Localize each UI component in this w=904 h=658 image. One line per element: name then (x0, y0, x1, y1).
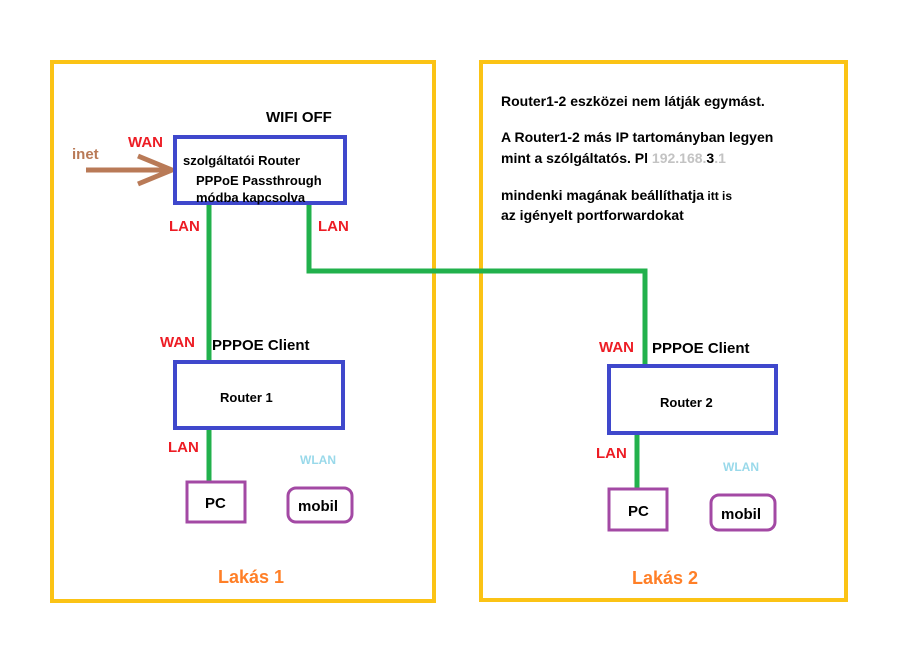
isp-lan-left-label: LAN (169, 218, 200, 235)
pc1-label: PC (205, 495, 226, 512)
cable-isp-to-router2 (306, 202, 648, 365)
router2-lan-label: LAN (596, 445, 627, 462)
mobile2-label: mobil (721, 506, 761, 523)
inet-label: inet (72, 146, 99, 163)
mobile1-box (286, 486, 354, 524)
router1-wan-label: WAN (160, 334, 195, 351)
mobile1-label: mobil (298, 498, 338, 515)
note-ip-part1: 192.168. (652, 150, 707, 166)
note-line1: Router1-2 eszközei nem látják egymást. (501, 93, 765, 109)
router1-lan-label: LAN (168, 439, 199, 456)
note-line4a: mindenki magának beállíthatja (501, 187, 704, 203)
router2-client-label: PPPOE Client (652, 340, 750, 357)
pc1-box (185, 480, 247, 524)
apartment-2-label: Lakás 2 (632, 568, 698, 588)
inet-arrow-icon (86, 153, 175, 187)
router1-client-label: PPPOE Client (212, 337, 310, 354)
router1-box (173, 360, 345, 430)
router2-wan-label: WAN (599, 339, 634, 356)
apartment-1-frame (50, 60, 436, 603)
apartment-2-frame (479, 60, 848, 602)
note-line3: mint a szólgáltatós. Pl 192.168.3.1 (501, 150, 726, 166)
router2-box (607, 364, 778, 435)
router2-wlan-label: WLAN (723, 460, 759, 474)
isp-router-line1: szolgáltatói Router (183, 153, 300, 168)
isp-wan-label: WAN (128, 134, 163, 151)
isp-lan-right-label: LAN (318, 218, 349, 235)
isp-router-line2: PPPoE Passthrough (196, 173, 322, 188)
note-ip-part3: .1 (714, 150, 726, 166)
pc2-box (607, 487, 669, 532)
router2-name: Router 2 (660, 395, 713, 410)
apartment-1-label: Lakás 1 (218, 567, 284, 587)
note-ip-part2: 3 (706, 150, 714, 166)
note-line5: az igényelt portforwardokat (501, 207, 684, 223)
pc2-label: PC (628, 503, 649, 520)
note-line4b: itt is (704, 189, 732, 203)
mobile2-box (709, 493, 777, 532)
note-line2: A Router1-2 más IP tartományban legyen (501, 129, 773, 145)
router1-wlan-label: WLAN (300, 453, 336, 467)
note-line4: mindenki magának beállíthatja itt is (501, 187, 732, 203)
router1-name: Router 1 (220, 390, 273, 405)
wifi-off-label: WIFI OFF (266, 109, 332, 126)
isp-router-box (173, 135, 347, 205)
isp-router-line3: módba kapcsolva (196, 190, 306, 205)
note-line3-text: mint a szólgáltatós. Pl (501, 150, 652, 166)
